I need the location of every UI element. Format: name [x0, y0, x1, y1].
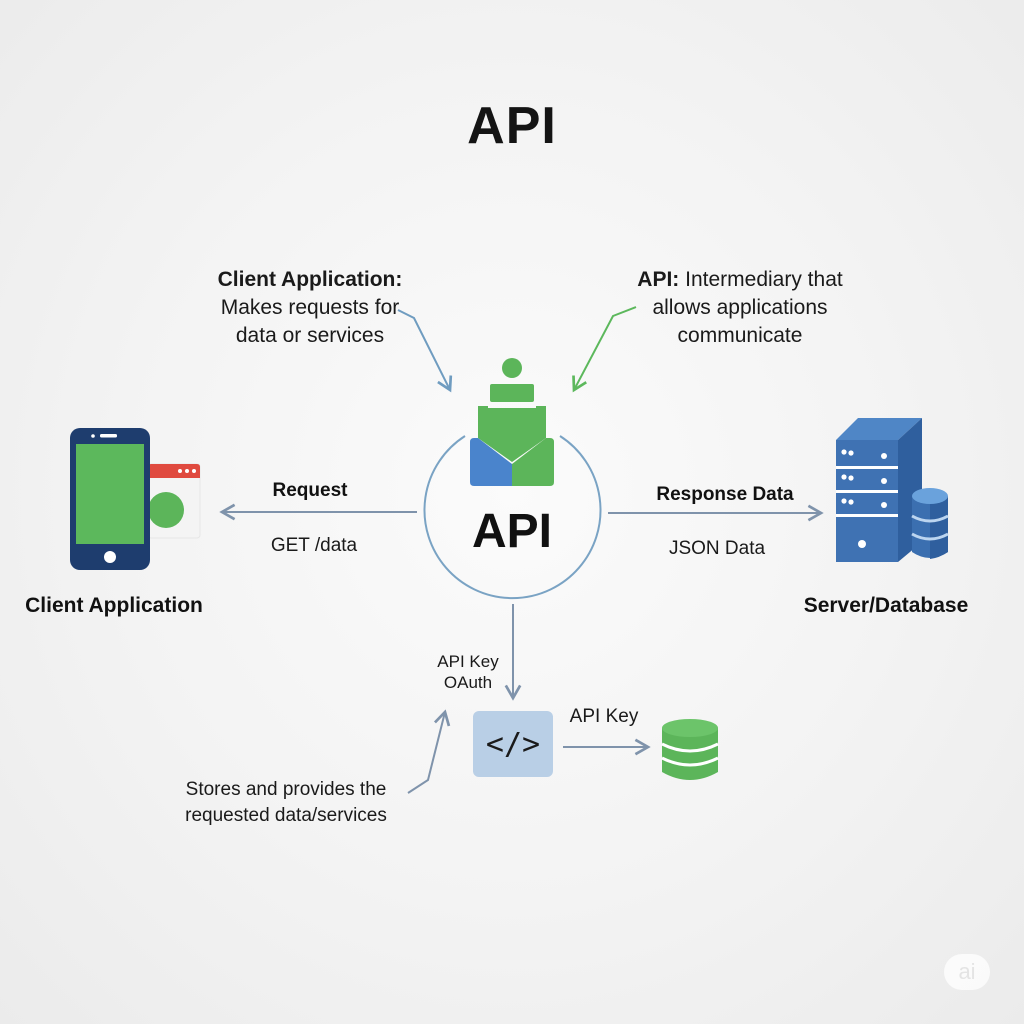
response-title: Response Data — [656, 484, 794, 505]
api-annotation-line2: allows applications — [652, 296, 828, 319]
api-annotation-heading: API: — [637, 268, 680, 291]
diagram-title: API — [467, 97, 557, 155]
database-icon — [661, 719, 719, 780]
auth-label-line1: API Key — [437, 652, 499, 671]
code-icon: </> — [473, 711, 553, 777]
code-icon-glyph: </> — [485, 726, 541, 762]
client-annotation: Client Application: Makes requests for d… — [180, 266, 440, 350]
api-gateway-icon — [470, 358, 554, 486]
server-annotation: Stores and provides the requested data/s… — [166, 777, 406, 829]
api-annotation-line3: communicate — [677, 324, 803, 347]
request-title: Request — [272, 480, 348, 501]
auth-label-line2: OAuth — [443, 673, 493, 692]
api-circle — [423, 435, 602, 600]
server-database-icon — [836, 418, 949, 562]
client-annotation-line2: data or services — [235, 324, 385, 347]
api-node-label: API — [471, 505, 552, 558]
server-annotation-arrow — [407, 709, 451, 794]
client-node-label: Client Application — [25, 594, 203, 617]
api-annotation-arrow — [572, 306, 637, 393]
server-annotation-line2: requested data/services — [185, 805, 387, 826]
smartphone-icon — [70, 428, 201, 570]
response-detail: JSON Data — [668, 538, 766, 559]
watermark-badge: ai — [944, 954, 990, 990]
auth-label: API Key OAuth — [426, 651, 510, 693]
key-label: API Key — [569, 706, 639, 727]
client-annotation-heading: Client Application: — [217, 268, 403, 291]
client-annotation-line1: Makes requests for — [220, 296, 400, 319]
request-detail: GET /data — [270, 535, 358, 556]
server-annotation-line1: Stores and provides the — [185, 779, 387, 800]
api-annotation-line1: Intermediary that — [679, 268, 843, 291]
api-annotation: API: Intermediary that allows applicatio… — [610, 266, 870, 350]
client-annotation-arrow — [397, 309, 453, 393]
server-node-label: Server/Database — [803, 594, 969, 617]
